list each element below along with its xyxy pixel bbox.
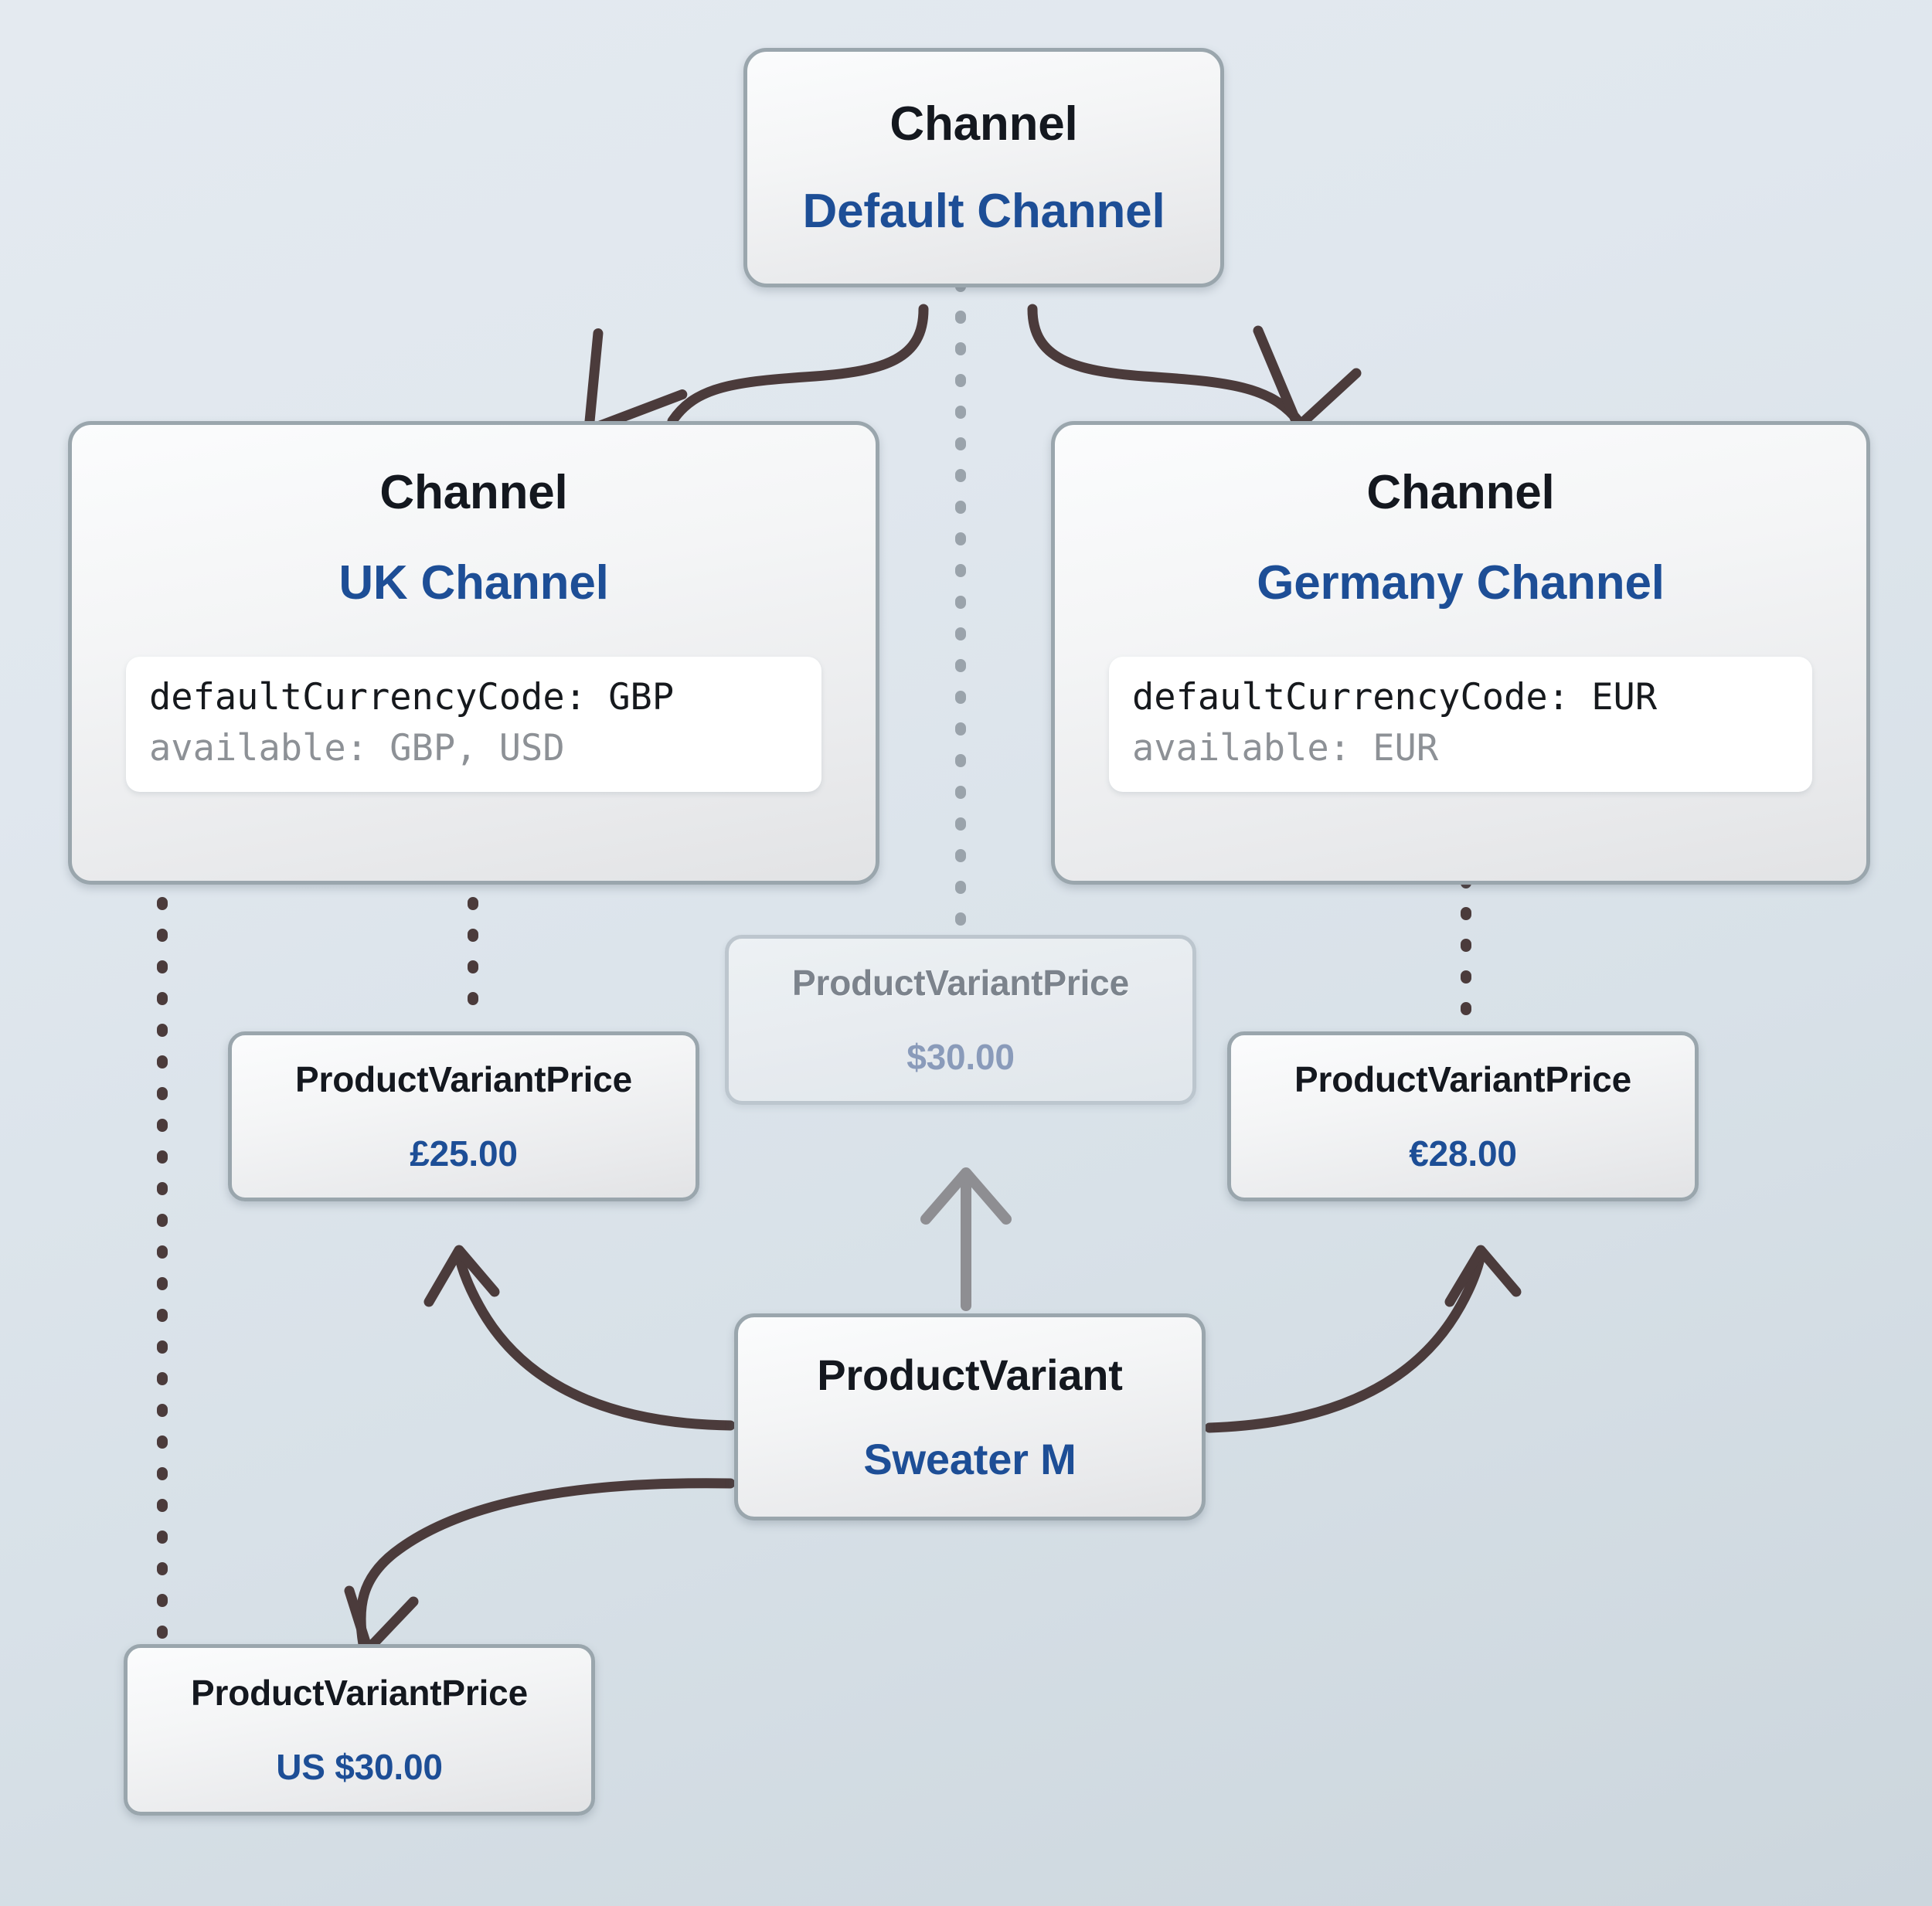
node-type-label: Channel (1366, 466, 1555, 519)
edge-default-to-germany (1027, 304, 1362, 432)
node-price-eur[interactable]: ProductVariantPrice €28.00 (1227, 1031, 1699, 1201)
edge-variant-to-eur (1204, 1245, 1522, 1433)
node-value-label: Default Channel (802, 185, 1165, 238)
node-price-usd-default[interactable]: ProductVariantPrice $30.00 (725, 935, 1196, 1105)
node-germany-channel[interactable]: Channel Germany Channel defaultCurrencyC… (1051, 421, 1870, 885)
node-value-label: $30.00 (906, 1037, 1015, 1077)
node-type-label: ProductVariantPrice (792, 963, 1129, 1003)
node-type-label: ProductVariantPrice (1294, 1059, 1631, 1099)
node-uk-channel[interactable]: Channel UK Channel defaultCurrencyCode: … (68, 421, 879, 885)
germany-channel-properties: defaultCurrencyCode: EUR available: EUR (1109, 657, 1812, 793)
default-currency-code-line: defaultCurrencyCode: EUR (1132, 676, 1658, 719)
edge-default-to-uk (583, 304, 929, 435)
node-product-variant[interactable]: ProductVariant Sweater M (734, 1313, 1206, 1520)
node-value-label: £25.00 (410, 1133, 518, 1174)
node-price-usd[interactable]: ProductVariantPrice US $30.00 (124, 1644, 595, 1816)
default-currency-code-line: defaultCurrencyCode: GBP (149, 676, 675, 719)
node-default-channel[interactable]: Channel Default Channel (743, 48, 1224, 287)
node-value-label: UK Channel (338, 556, 609, 610)
node-type-label: Channel (889, 97, 1078, 151)
uk-channel-properties: defaultCurrencyCode: GBP available: GBP,… (126, 657, 821, 793)
node-type-label: ProductVariantPrice (295, 1059, 632, 1099)
node-value-label: Sweater M (863, 1435, 1077, 1483)
node-type-label: ProductVariantPrice (191, 1673, 528, 1713)
edge-variant-to-gbp (423, 1245, 736, 1431)
available-currencies-line: available: GBP, USD (149, 726, 565, 770)
node-type-label: Channel (379, 466, 568, 519)
node-value-label: Germany Channel (1257, 556, 1665, 610)
available-currencies-line: available: EUR (1132, 726, 1439, 770)
edge-variant-to-usd-default (920, 1167, 1012, 1311)
node-price-gbp[interactable]: ProductVariantPrice £25.00 (228, 1031, 699, 1201)
edge-variant-to-usd (344, 1478, 736, 1655)
node-type-label: ProductVariant (817, 1351, 1123, 1399)
node-value-label: €28.00 (1409, 1133, 1517, 1174)
node-value-label: US $30.00 (276, 1747, 443, 1787)
